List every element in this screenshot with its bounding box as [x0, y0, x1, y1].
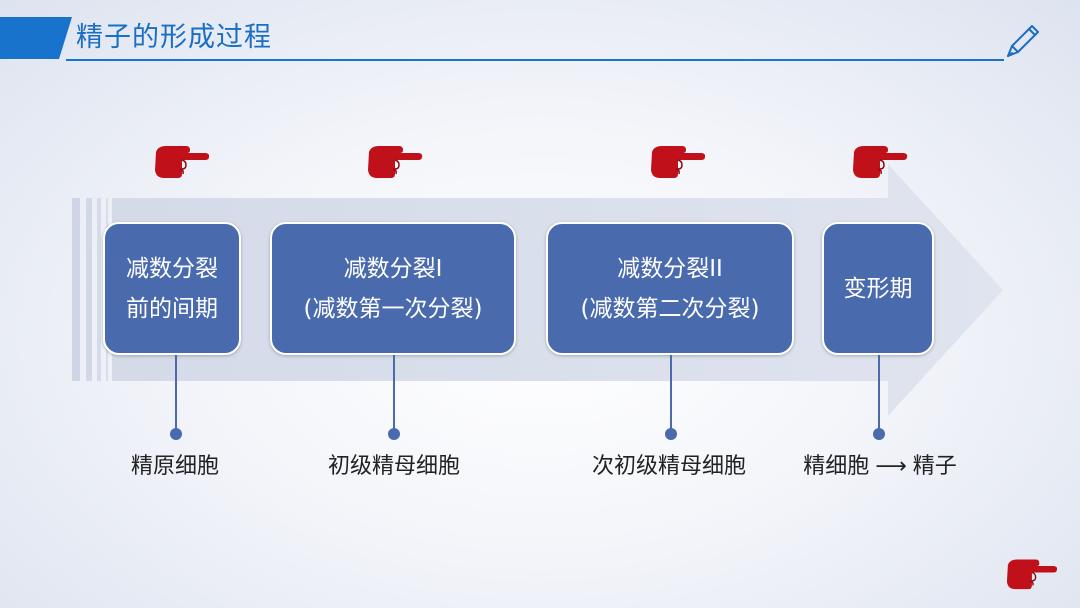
connector-dot [665, 428, 677, 440]
header-accent-bar [0, 17, 72, 59]
right-arrow-icon: ⟶ [875, 454, 907, 479]
next-page-hand-icon[interactable] [1004, 554, 1058, 591]
cell-label-spermatid-to-sperm: 精细胞⟶精子 [790, 452, 970, 482]
stage-line-1: 减数分裂I [343, 255, 443, 282]
stage-metamorphosis: 变形期 [822, 222, 934, 355]
connector-dot [170, 428, 182, 440]
cell-label-secondary-spermatocyte: 次初级精母细胞 [591, 454, 746, 479]
cell-label-spermatogonium: 精原细胞 [130, 454, 219, 479]
pen-icon [1007, 25, 1039, 57]
connector-dot [873, 428, 885, 440]
pointing-hand-icon [651, 146, 706, 178]
stage-meiosis-2: 减数分裂II (减数第二次分裂) [546, 222, 794, 355]
cell-label-primary-spermatocyte: 初级精母细胞 [327, 454, 460, 479]
stage-interphase: 减数分裂 前的间期 [103, 222, 241, 355]
connector-line [670, 355, 672, 433]
connector-dot [388, 428, 400, 440]
cell-label-spermatid: 精细胞 [803, 454, 870, 479]
pointing-hand-icon [155, 146, 210, 178]
header-underline [66, 59, 1004, 61]
stage-line-2: 前的间期 [126, 295, 218, 322]
stage-line-2: (减数第二次分裂) [580, 295, 760, 322]
connector-line [393, 355, 395, 433]
stage-line-1: 变形期 [843, 275, 913, 302]
stage-line-1: 减数分裂II [617, 255, 723, 282]
connector-line [175, 355, 177, 433]
stage-line-1: 减数分裂 [126, 255, 218, 282]
pointing-hand-icon [853, 146, 908, 178]
stage-line-2: (减数第一次分裂) [303, 295, 483, 322]
stage-meiosis-1: 减数分裂I (减数第一次分裂) [270, 222, 516, 355]
pointing-hand-icon [368, 146, 423, 178]
page-title: 精子的形成过程 [76, 22, 272, 53]
connector-line [878, 355, 880, 433]
cell-label-sperm: 精子 [912, 454, 957, 479]
